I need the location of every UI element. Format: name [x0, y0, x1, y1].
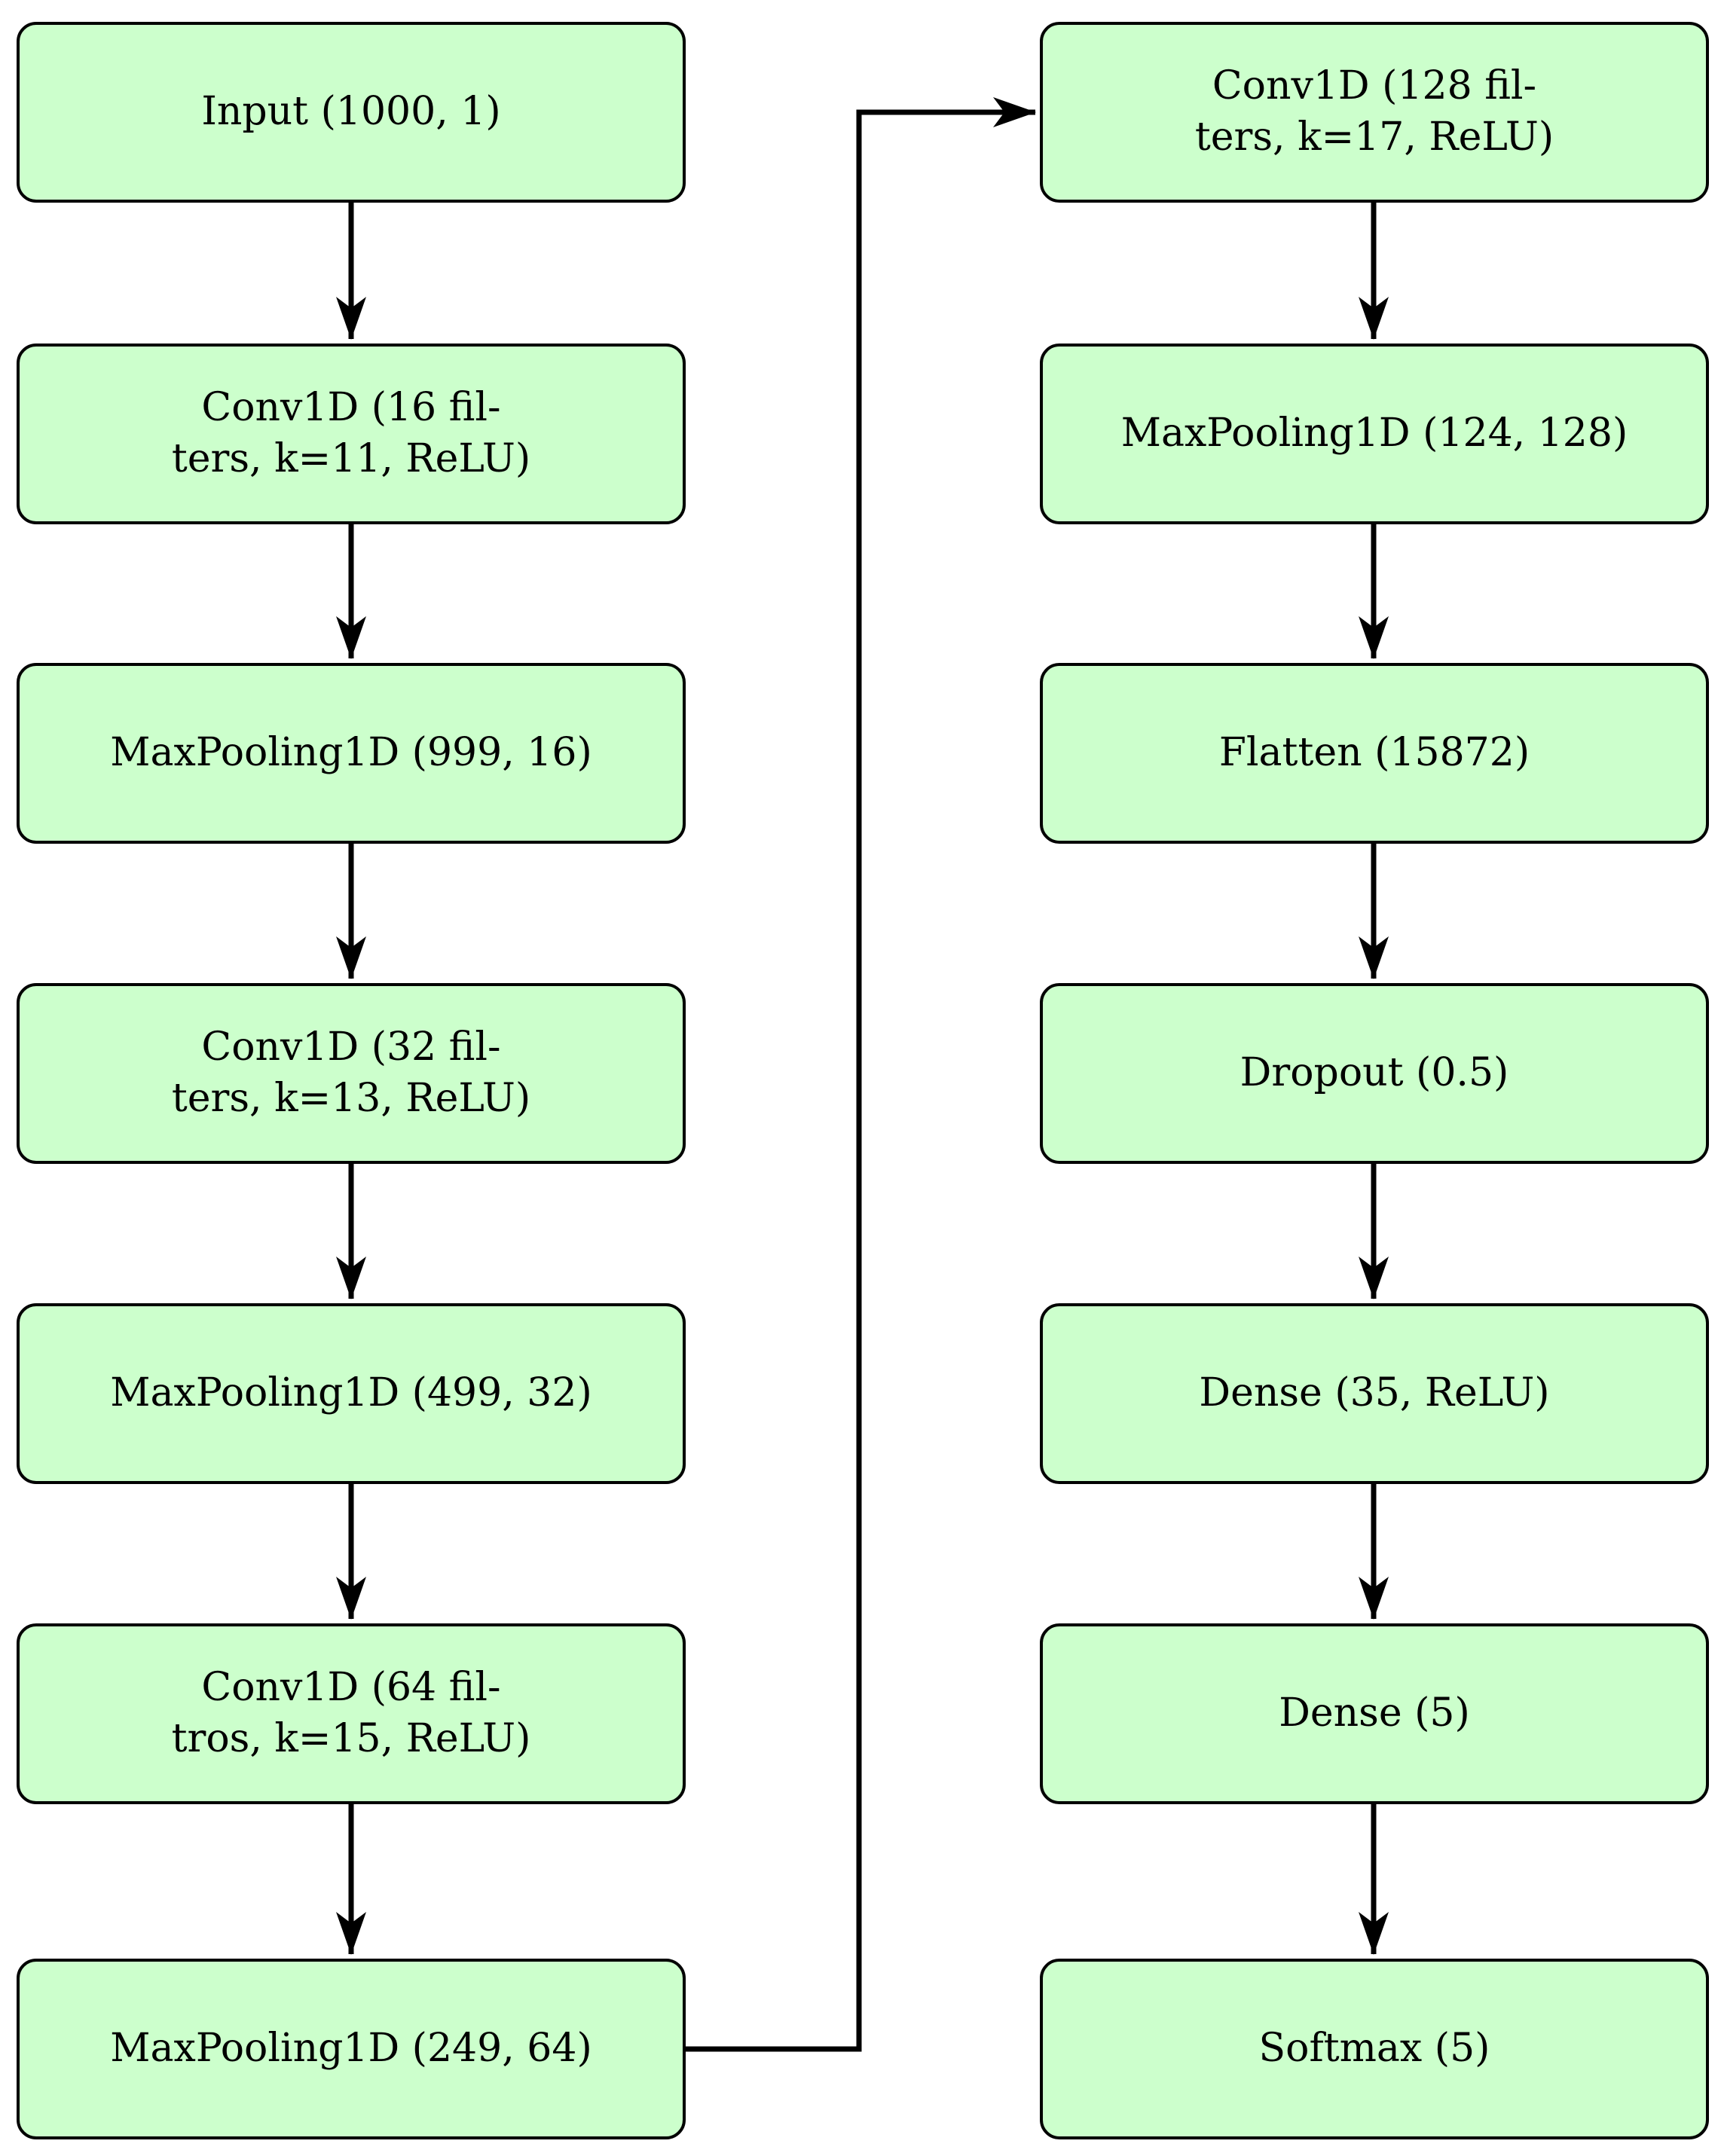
node-flatten: Flatten (15872) [1040, 663, 1709, 844]
node-conv1d-64: Conv1D (64 fil- tros, k=15, ReLU) [17, 1623, 686, 1804]
node-dense-5: Dense (5) [1040, 1623, 1709, 1804]
edge-maxpool249-conv128-elbow [686, 97, 1036, 2052]
node-dropout: Dropout (0.5) [1040, 983, 1709, 1164]
node-conv1d-128: Conv1D (128 fil- ters, k=17, ReLU) [1040, 22, 1709, 203]
node-maxpooling1d-999-16: MaxPooling1D (999, 16) [17, 663, 686, 844]
node-maxpooling1d-249-64: MaxPooling1D (249, 64) [17, 1959, 686, 2139]
node-maxpooling1d-124-128: MaxPooling1D (124, 128) [1040, 344, 1709, 524]
node-conv1d-32: Conv1D (32 fil- ters, k=13, ReLU) [17, 983, 686, 1164]
node-dense-35: Dense (35, ReLU) [1040, 1303, 1709, 1484]
node-conv1d-16: Conv1D (16 fil- ters, k=11, ReLU) [17, 344, 686, 524]
node-input: Input (1000, 1) [17, 22, 686, 203]
node-maxpooling1d-499-32: MaxPooling1D (499, 32) [17, 1303, 686, 1484]
node-softmax: Softmax (5) [1040, 1959, 1709, 2139]
